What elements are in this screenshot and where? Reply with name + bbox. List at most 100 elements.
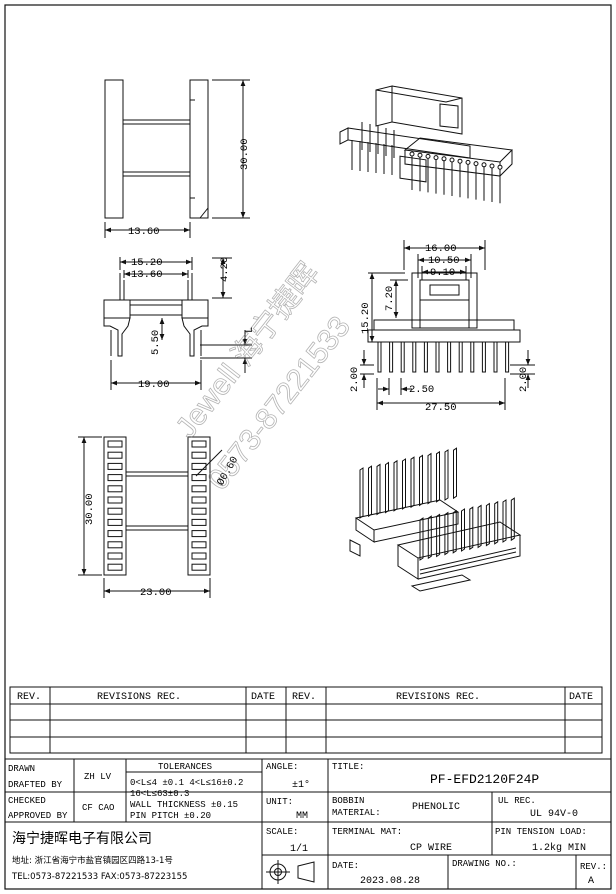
- unit-label: UNIT:: [266, 797, 293, 807]
- terminal-value: CP WIRE: [410, 843, 452, 854]
- rev-header-rec-2: REVISIONS REC.: [396, 692, 480, 703]
- iso-pin-head: [433, 155, 439, 161]
- bottom-pin-pad-left: [107, 485, 123, 493]
- rev-label: REV.:: [580, 862, 607, 872]
- tolerances-label: TOLERANCES: [158, 762, 212, 772]
- iso-bottom-pin: [436, 450, 440, 503]
- iso-bottom-pin: [427, 515, 432, 560]
- dim-front-w2: 10.50: [428, 255, 460, 267]
- bottom-pin-pad-right: [191, 518, 207, 526]
- revision-table: [9, 686, 603, 754]
- bottom-pin-pad-right: [191, 563, 207, 571]
- top-view: [104, 79, 250, 238]
- dim-front-left: 2.00: [349, 367, 361, 392]
- bottom-pin-pad-left: [107, 440, 123, 448]
- iso-bottom-pin: [461, 508, 465, 552]
- dim-front-right: 2.00: [518, 367, 530, 392]
- dim-front-h2: 15.20: [360, 302, 372, 334]
- front-pin: [423, 341, 428, 373]
- tolerance-line-4: PIN PITCH ±0.20: [130, 811, 211, 821]
- iso-bottom-pin: [444, 511, 449, 556]
- iso-pin-head: [465, 159, 471, 165]
- front-pin: [505, 341, 510, 373]
- tolerance-line-3: WALL THICKNESS ±0.15: [130, 800, 238, 810]
- bottom-pin-pad-left: [107, 552, 123, 560]
- bottom-pin-pad-right: [191, 474, 207, 482]
- dim-side-base: 19.00: [138, 379, 170, 391]
- dim-side-w1: 15.20: [131, 257, 163, 269]
- rev-header-date-1: DATE: [251, 692, 275, 703]
- tolerance-line-1: 0<L≤4 ±0.1 4<L≤16±0.2: [130, 778, 243, 788]
- iso-bottom-pin: [477, 504, 482, 549]
- iso-bottom-pin: [393, 459, 398, 512]
- front-view: [360, 240, 535, 410]
- iso-bottom-pin: [502, 499, 507, 543]
- tension-label: PIN TENSION LOAD:: [495, 827, 587, 837]
- iso-bottom-pin: [359, 467, 364, 519]
- bottom-pin-pad-left: [107, 530, 123, 538]
- tension-value: 1.2kg MIN: [532, 842, 586, 854]
- iso-pin-head: [481, 162, 487, 168]
- front-pin: [458, 341, 463, 373]
- rev-value: A: [588, 876, 594, 887]
- iso-pin-head: [473, 161, 479, 167]
- bottom-pin-pad-left: [107, 518, 123, 526]
- date-label: DATE:: [332, 861, 359, 871]
- ul-value: UL 94V-0: [530, 809, 578, 820]
- iso-pin-head: [441, 156, 447, 162]
- bottom-pin-pad-right: [191, 552, 207, 560]
- iso-bottom-pin: [427, 452, 432, 505]
- dim-side-h2: 5.50: [150, 330, 162, 355]
- approved-label: APPROVED BY: [8, 811, 68, 821]
- side-view: [103, 257, 252, 390]
- iso-bottom-pin: [469, 506, 474, 551]
- bottom-pin-pad-left: [107, 474, 123, 482]
- dim-front-w1: 16.00: [425, 243, 457, 255]
- front-pin: [435, 341, 440, 373]
- bobbin-value: PHENOLIC: [412, 802, 460, 813]
- iso-bottom-pin: [485, 502, 490, 547]
- isometric-view-top: [339, 85, 514, 204]
- angle-value: ±1°: [292, 779, 310, 791]
- bottom-pin-pad-left: [107, 496, 123, 504]
- rev-header-rev-2: REV.: [292, 692, 316, 703]
- isometric-view-bottom: [349, 447, 522, 592]
- title-label: TITLE:: [332, 762, 364, 772]
- dim-top-height: 30.00: [239, 138, 251, 170]
- unit-value: MM: [296, 811, 308, 822]
- dim-side-w2: 13.60: [131, 269, 163, 281]
- bottom-pin-pad-right: [191, 440, 207, 448]
- iso-bottom-pin: [419, 517, 424, 561]
- iso-pin-head: [457, 158, 463, 164]
- bottom-pin-pad-left: [107, 462, 123, 470]
- iso-bottom-pin: [436, 513, 441, 558]
- rev-header-rec-1: REVISIONS REC.: [97, 692, 181, 703]
- bottom-pin-pad-right: [191, 507, 207, 515]
- drawing-no-label: DRAWING NO.:: [452, 859, 517, 869]
- ul-label: UL REC.: [498, 796, 536, 806]
- iso-pin-head: [409, 151, 415, 157]
- terminal-label: TERMINAL MAT:: [332, 827, 402, 837]
- front-pin: [377, 341, 382, 373]
- dim-front-pitch: 2.50: [409, 384, 434, 396]
- iso-pin-head: [449, 157, 455, 163]
- watermark: Jewell 海宁捷晖 0573-87221533: [169, 257, 357, 497]
- company-name: 海宁捷晖电子有限公司: [12, 830, 152, 847]
- iso-pin-head: [497, 164, 503, 170]
- title-block: [4, 758, 612, 890]
- company-contact: TEL:0573-87221533 FAX:0573-87223155: [11, 872, 187, 882]
- iso-bottom-pin: [453, 447, 457, 500]
- title-value: PF-EFD2120F24P: [430, 772, 539, 787]
- rev-header-rev-1: REV.: [17, 692, 41, 703]
- dim-front-h1: 7.20: [384, 286, 396, 311]
- dim-side-L: L: [244, 327, 256, 333]
- dim-bottom-height: 30.00: [84, 493, 96, 525]
- date-value: 2023.08.28: [360, 876, 420, 887]
- iso-pin-head: [489, 163, 495, 169]
- bottom-pin-pad-right: [191, 496, 207, 504]
- front-pin: [481, 341, 486, 373]
- drafted-label: DRAFTED BY: [8, 780, 63, 790]
- bottom-pin-pad-right: [191, 541, 207, 549]
- bottom-pin-pad-right: [191, 451, 207, 459]
